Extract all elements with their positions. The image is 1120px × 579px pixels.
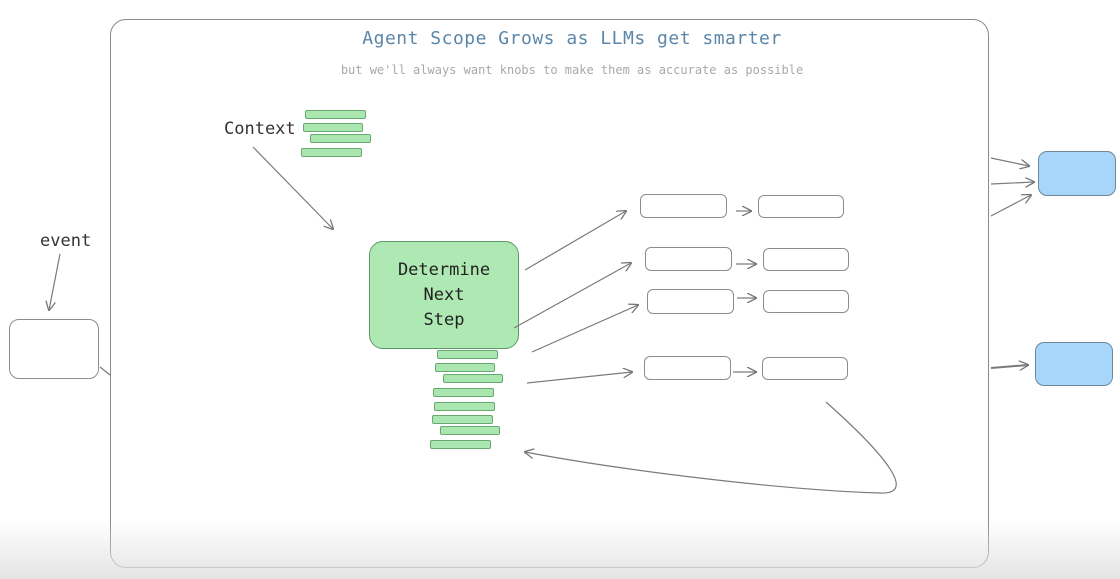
event-input-box [9, 319, 99, 379]
step-box [647, 289, 734, 314]
step-box [763, 248, 849, 271]
history-chunk [440, 426, 500, 435]
branch-arrow [524, 211, 626, 271]
step-box [763, 290, 849, 313]
history-chunk [443, 374, 503, 383]
step-box [645, 247, 732, 271]
output-arrow [990, 157, 1029, 166]
event-arrow [49, 253, 61, 310]
branch-arrow [531, 305, 638, 353]
step-box [644, 356, 731, 380]
step-box [758, 195, 844, 218]
history-chunk [437, 350, 498, 359]
branch-arrow [513, 263, 631, 329]
step-box [640, 194, 727, 218]
output-arrow [990, 195, 1031, 217]
step-box [762, 357, 848, 380]
history-chunk [435, 363, 495, 372]
determine-next-step-node: Determine Next Step [369, 241, 519, 349]
loop-back-arrow [525, 401, 897, 494]
diagram-title: Agent Scope Grows as LLMs get smarter [362, 28, 782, 49]
history-chunk [430, 440, 491, 449]
context-chunk [305, 110, 366, 119]
history-chunk [434, 402, 495, 411]
event-connector [99, 366, 111, 376]
output-arrow [990, 365, 1028, 368]
event-label: event [40, 231, 92, 251]
history-chunk [433, 388, 494, 397]
output-arrow [990, 182, 1034, 184]
output-box [1038, 151, 1116, 196]
diagram-subtitle: but we'll always want knobs to make them… [340, 63, 804, 77]
history-chunk [432, 415, 493, 424]
output-box [1035, 342, 1113, 386]
context-label: Context [224, 119, 296, 139]
branch-arrow [526, 372, 632, 384]
context-arrow [252, 146, 333, 229]
context-chunk [310, 134, 371, 143]
context-chunk [301, 148, 362, 157]
context-chunk [303, 123, 363, 132]
